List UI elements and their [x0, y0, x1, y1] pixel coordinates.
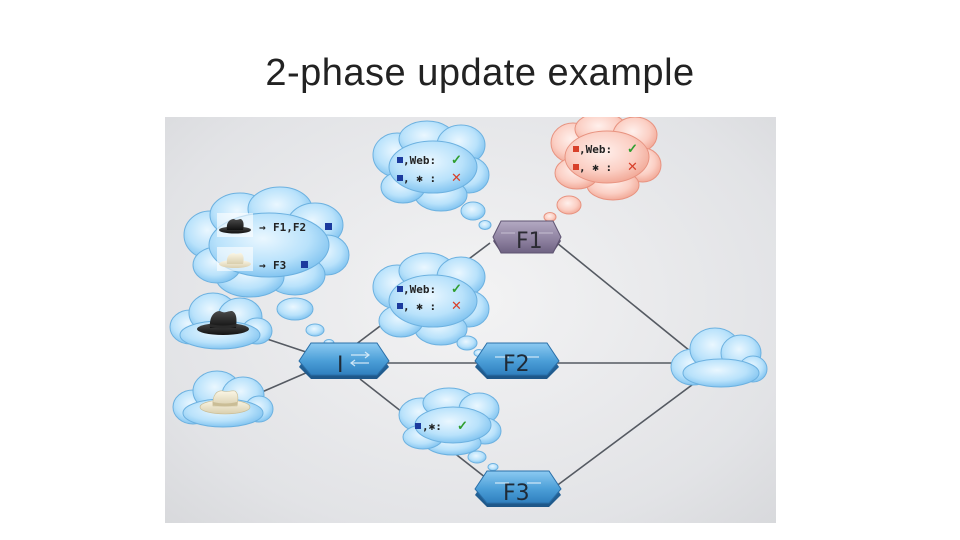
blue-tag-icon: [325, 223, 332, 230]
slide-title: 2-phase update example: [265, 52, 695, 94]
rule-match: ,Web:: [403, 283, 436, 296]
cross-icon: ✕: [451, 170, 462, 185]
cross-icon: ✕: [451, 298, 462, 313]
ingress-map-row: → F3: [217, 247, 308, 272]
ingress-map-row: → F1,F2: [217, 213, 332, 237]
network-diagram: → F1,F2 → F3: [165, 117, 776, 523]
blue-tag-icon: [415, 423, 421, 429]
blue-tag-icon: [397, 303, 403, 309]
white-hat-icon: [199, 390, 251, 415]
rule-match: ,Web:: [403, 154, 436, 167]
ingress-map-dest: F3: [273, 259, 286, 272]
rule-match: ,✱:: [422, 420, 442, 433]
switch-label: F1: [516, 229, 543, 254]
rule-match: , ✱ :: [403, 300, 436, 313]
link-f1-dest: [556, 242, 696, 356]
rules-cloud-bottom-blue: ,✱: ✓: [398, 387, 502, 471]
switch-ingress: I: [298, 342, 390, 379]
link-hostb-ingress: [254, 368, 316, 396]
switch-label: F3: [503, 481, 530, 506]
check-icon: ✓: [457, 418, 468, 433]
rule-match: , ✱ :: [403, 172, 436, 185]
arrow-icon: →: [259, 259, 266, 272]
black-hat-icon: [219, 219, 251, 234]
check-icon: ✓: [451, 281, 462, 296]
check-icon: ✓: [627, 141, 638, 156]
rules-cloud-top-blue: ,Web: ✓ , ✱ : ✕: [372, 120, 492, 230]
link-f3-dest: [554, 378, 701, 488]
red-tag-icon: [573, 146, 579, 152]
rules-cloud-top-red: ,Web: ✓ , ✱ : ✕: [543, 117, 662, 222]
blue-tag-icon: [397, 286, 403, 292]
ingress-map-cloud: → F1,F2 → F3: [183, 186, 350, 347]
rules-cloud-mid-blue: ,Web: ✓ , ✱ : ✕: [372, 252, 490, 357]
destination-cloud: [670, 327, 768, 388]
rule-match: ,Web:: [579, 143, 612, 156]
black-hat-icon: [197, 311, 249, 335]
rule-match: , ✱ :: [579, 161, 612, 174]
switch-label: F2: [503, 352, 530, 377]
switch-f3: F3: [474, 470, 562, 507]
blue-tag-icon: [397, 157, 403, 163]
check-icon: ✓: [451, 152, 462, 167]
switch-label: I: [337, 353, 344, 378]
arrow-icon: →: [259, 221, 266, 234]
blue-tag-icon: [397, 175, 403, 181]
switch-f1: F1: [492, 220, 562, 254]
switch-f2: F2: [474, 342, 560, 379]
blue-tag-icon: [301, 261, 308, 268]
cross-icon: ✕: [627, 159, 638, 174]
white-hat-icon: [219, 253, 251, 268]
ingress-map-dest: F1,F2: [273, 221, 306, 234]
red-tag-icon: [573, 164, 579, 170]
